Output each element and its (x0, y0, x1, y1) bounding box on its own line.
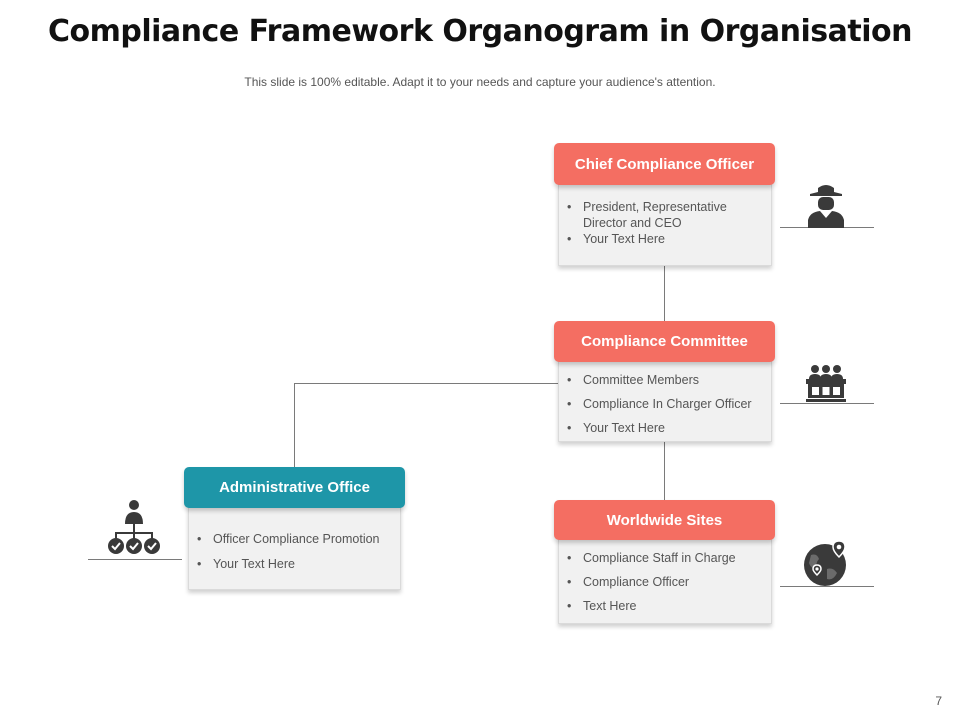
list-item: •Compliance Staff in Charge (567, 551, 736, 565)
list-item: •Committee Members (567, 373, 699, 387)
connector-committee-sites (664, 440, 665, 500)
committee-icon-baseline (780, 403, 874, 404)
chief-officer-title: Chief Compliance Officer (574, 155, 755, 173)
connector-admin-vertical (294, 383, 295, 467)
globe-icon (804, 540, 846, 586)
list-item: •Compliance In Charger Officer (567, 397, 752, 411)
committee-header: Compliance Committee (554, 321, 775, 362)
chief-officer-header: Chief Compliance Officer (554, 143, 775, 185)
hierarchy-icon (108, 500, 160, 554)
connector-committee-horizontal (294, 383, 558, 384)
admin-title: Administrative Office (219, 479, 370, 496)
list-item: •Your Text Here (567, 421, 665, 435)
committee-box: •Committee Members •Compliance In Charge… (558, 360, 772, 442)
admin-header: Administrative Office (184, 467, 405, 508)
admin-box: •Officer Compliance Promotion •Your Text… (188, 506, 401, 590)
list-item: •President, Representative Director and … (567, 200, 727, 230)
officer-icon (808, 185, 844, 228)
sites-title: Worldwide Sites (606, 511, 723, 529)
connector-chief-committee (664, 264, 665, 322)
chief-officer-box: •President, Representative Director and … (558, 184, 772, 266)
list-item: •Your Text Here (567, 232, 665, 246)
page-subtitle: This slide is 100% editable. Adapt it to… (244, 75, 716, 89)
page-title: Compliance Framework Organogram in Organ… (48, 14, 912, 49)
sites-box: •Compliance Staff in Charge •Compliance … (558, 538, 772, 624)
committee-title: Compliance Committee (581, 333, 748, 350)
list-item: •Compliance Officer (567, 575, 690, 589)
admin-icon-baseline (88, 559, 182, 560)
sites-header: Worldwide Sites (554, 500, 775, 540)
list-item: •Officer Compliance Promotion (197, 532, 380, 546)
list-item: •Text Here (567, 599, 637, 613)
committee-icon (806, 365, 846, 402)
sites-icon-baseline (780, 586, 874, 587)
page-number: 7 (935, 694, 942, 708)
list-item: •Your Text Here (197, 557, 295, 571)
